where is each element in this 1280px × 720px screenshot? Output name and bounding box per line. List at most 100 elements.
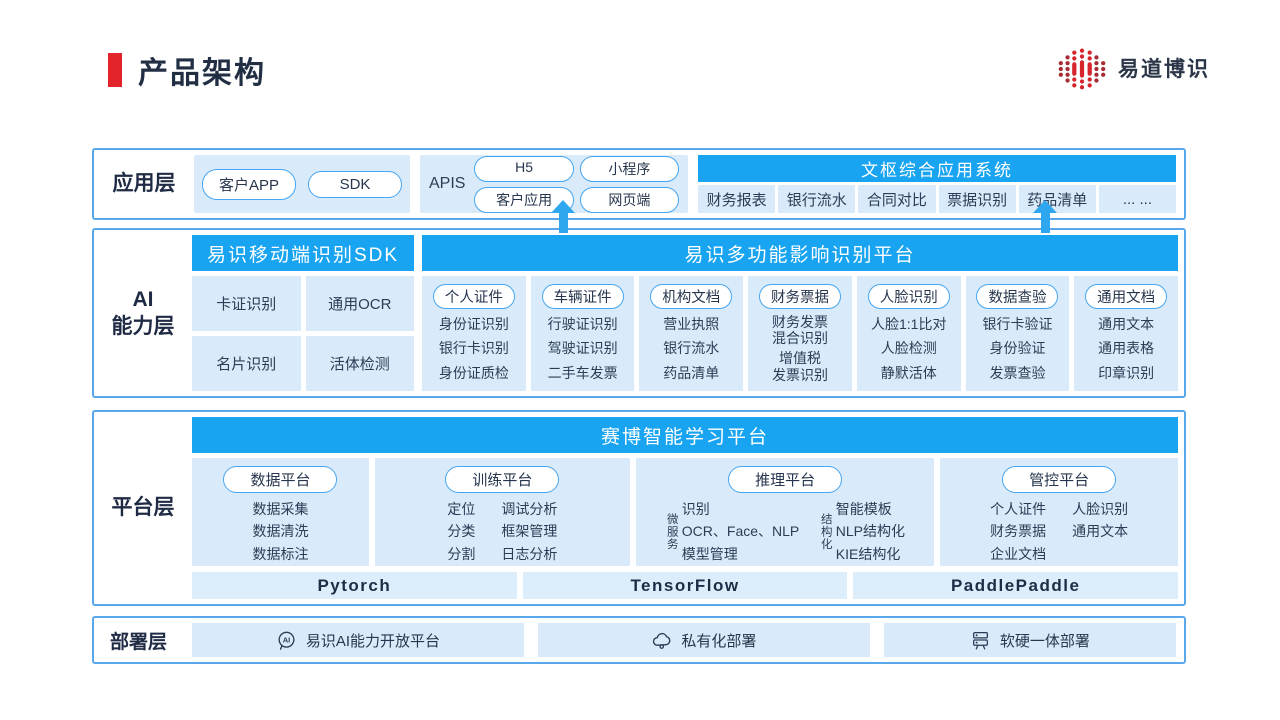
- list-item: 分割: [447, 545, 476, 562]
- microservice-group: 微服务 识别 OCR、Face、NLP 模型管理: [665, 498, 799, 565]
- column-pill: 人脸识别: [867, 284, 950, 309]
- logo-text: 易道博识: [1118, 58, 1210, 81]
- arrow-stem: [558, 213, 568, 233]
- ai-capability-layer: AI 能力层 易识移动端识别SDK 卡证识别 通用OCR 名片识别 活体检测 易…: [92, 228, 1186, 398]
- ai-head-icon: AI: [278, 631, 295, 650]
- cell-contract-compare: 合同对比: [858, 185, 936, 213]
- column-personal-documents: 个人证件 身份证识别 银行卡识别 身份证质检: [422, 276, 526, 391]
- recognition-platform-section: 易识多功能影响识别平台 个人证件 身份证识别 银行卡识别 身份证质检 车辆证件 …: [422, 235, 1179, 391]
- list-item: 银行卡识别: [438, 340, 509, 357]
- wenshu-system-group: 文枢综合应用系统 财务报表 银行流水 合同对比 票据识别 药品清单 ... ..…: [698, 155, 1177, 213]
- list-item: 日志分析: [501, 545, 558, 562]
- structuring-group: 结构化 智能模板 NLP结构化 KIE结构化: [819, 498, 905, 565]
- up-arrow-icon: [1033, 200, 1057, 233]
- wenshu-cells: 财务报表 银行流水 合同对比 票据识别 药品清单 ... ...: [698, 185, 1177, 213]
- column-pill: 机构文档: [650, 284, 733, 309]
- deployment-layer: 部署层 AI 易识AI能力开放平台 私有化部署: [92, 616, 1186, 664]
- list-item: OCR、Face、NLP: [681, 523, 800, 540]
- up-arrow-icon: [551, 200, 575, 233]
- panel-pill: 推理平台: [728, 466, 843, 493]
- list-item: 财务发票 混合识别: [772, 313, 829, 347]
- column-general-documents: 通用文档 通用文本 通用表格 印章识别: [1074, 276, 1179, 391]
- pill-web: 网页端: [579, 186, 679, 213]
- platform-layer-label: 平台层: [111, 496, 175, 520]
- panel-inference-platform: 推理平台 微服务 识别 OCR、Face、NLP 模型管理 结构化: [635, 458, 935, 566]
- arrow-head: [1033, 200, 1057, 213]
- deployment-layer-label: 部署层: [110, 631, 168, 653]
- list-item: 静默活体: [880, 364, 937, 381]
- list-item: 行驶证识别: [547, 315, 618, 332]
- vertical-label: 微服务: [665, 512, 678, 551]
- list-item: NLP结构化: [835, 523, 905, 540]
- ai-layer-label: AI 能力层: [94, 235, 192, 391]
- recognition-platform-header: 易识多功能影响识别平台: [422, 235, 1178, 271]
- cell-general-ocr: 通用OCR: [305, 276, 414, 331]
- logo-soundwave-icon: [1058, 48, 1106, 90]
- page-title: 产品架构: [138, 57, 266, 90]
- list-item: 数据标注: [252, 545, 309, 562]
- list-item: 药品清单: [663, 364, 720, 381]
- column-data-verification: 数据查验 银行卡验证 身份验证 发票查验: [965, 276, 1070, 391]
- apis-pill-grid: H5 小程序 客户应用 网页端: [474, 155, 679, 213]
- page-header: 产品架构: [108, 48, 266, 92]
- list-item: 人脸1:1比对: [871, 315, 947, 332]
- mobile-sdk-grid: 卡证识别 通用OCR 名片识别 活体检测: [192, 276, 414, 391]
- column-pill: 数据查验: [976, 284, 1059, 309]
- application-layer-label: 应用层: [112, 172, 176, 196]
- column-face-recognition: 人脸识别 人脸1:1比对 人脸检测 静默活体: [856, 276, 961, 391]
- list-item: 银行流水: [663, 340, 720, 357]
- list-item: 企业文档: [990, 545, 1047, 562]
- cell-bank-statement: 银行流水: [778, 185, 856, 213]
- deploy-box-label: 软硬一体部署: [999, 632, 1090, 650]
- list-item: 模型管理: [681, 545, 738, 562]
- application-layer: 应用层 客户APP SDK APIS H5 小程序 客户应用 网页端 文枢综合应…: [92, 148, 1186, 220]
- ai-layer-label-line1: AI: [132, 287, 154, 311]
- list-item: 数据清洗: [252, 523, 309, 540]
- list-item: 通用文本: [1098, 315, 1155, 332]
- cell-card-ocr: 卡证识别: [192, 276, 301, 331]
- deploy-box-label: 私有化部署: [681, 632, 757, 650]
- column-vehicle-documents: 车辆证件 行驶证识别 驾驶证识别 二手车发票: [530, 276, 635, 391]
- mobile-sdk-section: 易识移动端识别SDK 卡证识别 通用OCR 名片识别 活体检测: [192, 235, 414, 391]
- pill-h5: H5: [474, 155, 574, 182]
- cell-invoice-recognition: 票据识别: [938, 185, 1016, 213]
- deploy-private: 私有化部署: [537, 623, 870, 657]
- panel-control-platform: 管控平台 个人证件 财务票据 企业文档 人脸识别 通用文本: [940, 458, 1178, 566]
- list-item: 框架管理: [501, 523, 558, 540]
- recognition-columns: 个人证件 身份证识别 银行卡识别 身份证质检 车辆证件 行驶证识别 驾驶证识别 …: [422, 276, 1179, 391]
- framework-pytorch: Pytorch: [192, 572, 517, 599]
- cell-drug-list: 药品清单: [1018, 185, 1096, 213]
- client-group: 客户APP SDK: [194, 155, 410, 213]
- list-item: 营业执照: [663, 315, 720, 332]
- deploy-box-label: 易识AI能力开放平台: [305, 632, 441, 650]
- cell-liveness-detection: 活体检测: [305, 336, 414, 391]
- column-organization-documents: 机构文档 营业执照 银行流水 药品清单: [639, 276, 744, 391]
- list-item: 智能模板: [835, 501, 892, 517]
- list-item: 银行卡验证: [982, 315, 1053, 332]
- column-financial-invoices: 财务票据 财务发票 混合识别 增值税 发票识别: [748, 276, 852, 391]
- list-item: 财务票据: [990, 523, 1047, 540]
- list-item: 发票查验: [989, 364, 1046, 381]
- list-item: 数据采集: [252, 501, 309, 517]
- apis-group: APIS H5 小程序 客户应用 网页端: [420, 155, 688, 213]
- deploy-hardware-software: 软硬一体部署: [883, 623, 1176, 657]
- panel-pill: 训练平台: [445, 466, 560, 493]
- cell-financial-report: 财务报表: [698, 185, 776, 213]
- list-item: 通用文本: [1072, 523, 1129, 540]
- column-pill: 车辆证件: [541, 284, 624, 309]
- panel-pill: 管控平台: [1002, 466, 1117, 493]
- list-item: 定位: [447, 501, 476, 517]
- pill-client-app: 客户APP: [202, 168, 296, 200]
- cell-ellipsis: ... ...: [1098, 185, 1177, 213]
- learning-platform-section: 赛博智能学习平台 数据平台 数据采集 数据清洗 数据标注 训练平台 定位: [192, 417, 1179, 599]
- panel-pill: 数据平台: [223, 466, 338, 493]
- framework-tensorflow: TensorFlow: [522, 572, 848, 599]
- wenshu-system-header: 文枢综合应用系统: [698, 155, 1176, 182]
- arrow-stem: [1040, 213, 1050, 233]
- list-item: 驾驶证识别: [547, 340, 618, 357]
- framework-paddlepaddle: PaddlePaddle: [853, 572, 1179, 599]
- svg-text:AI: AI: [283, 635, 291, 644]
- list-item: 分类: [447, 523, 476, 540]
- list-item: 印章识别: [1098, 364, 1155, 381]
